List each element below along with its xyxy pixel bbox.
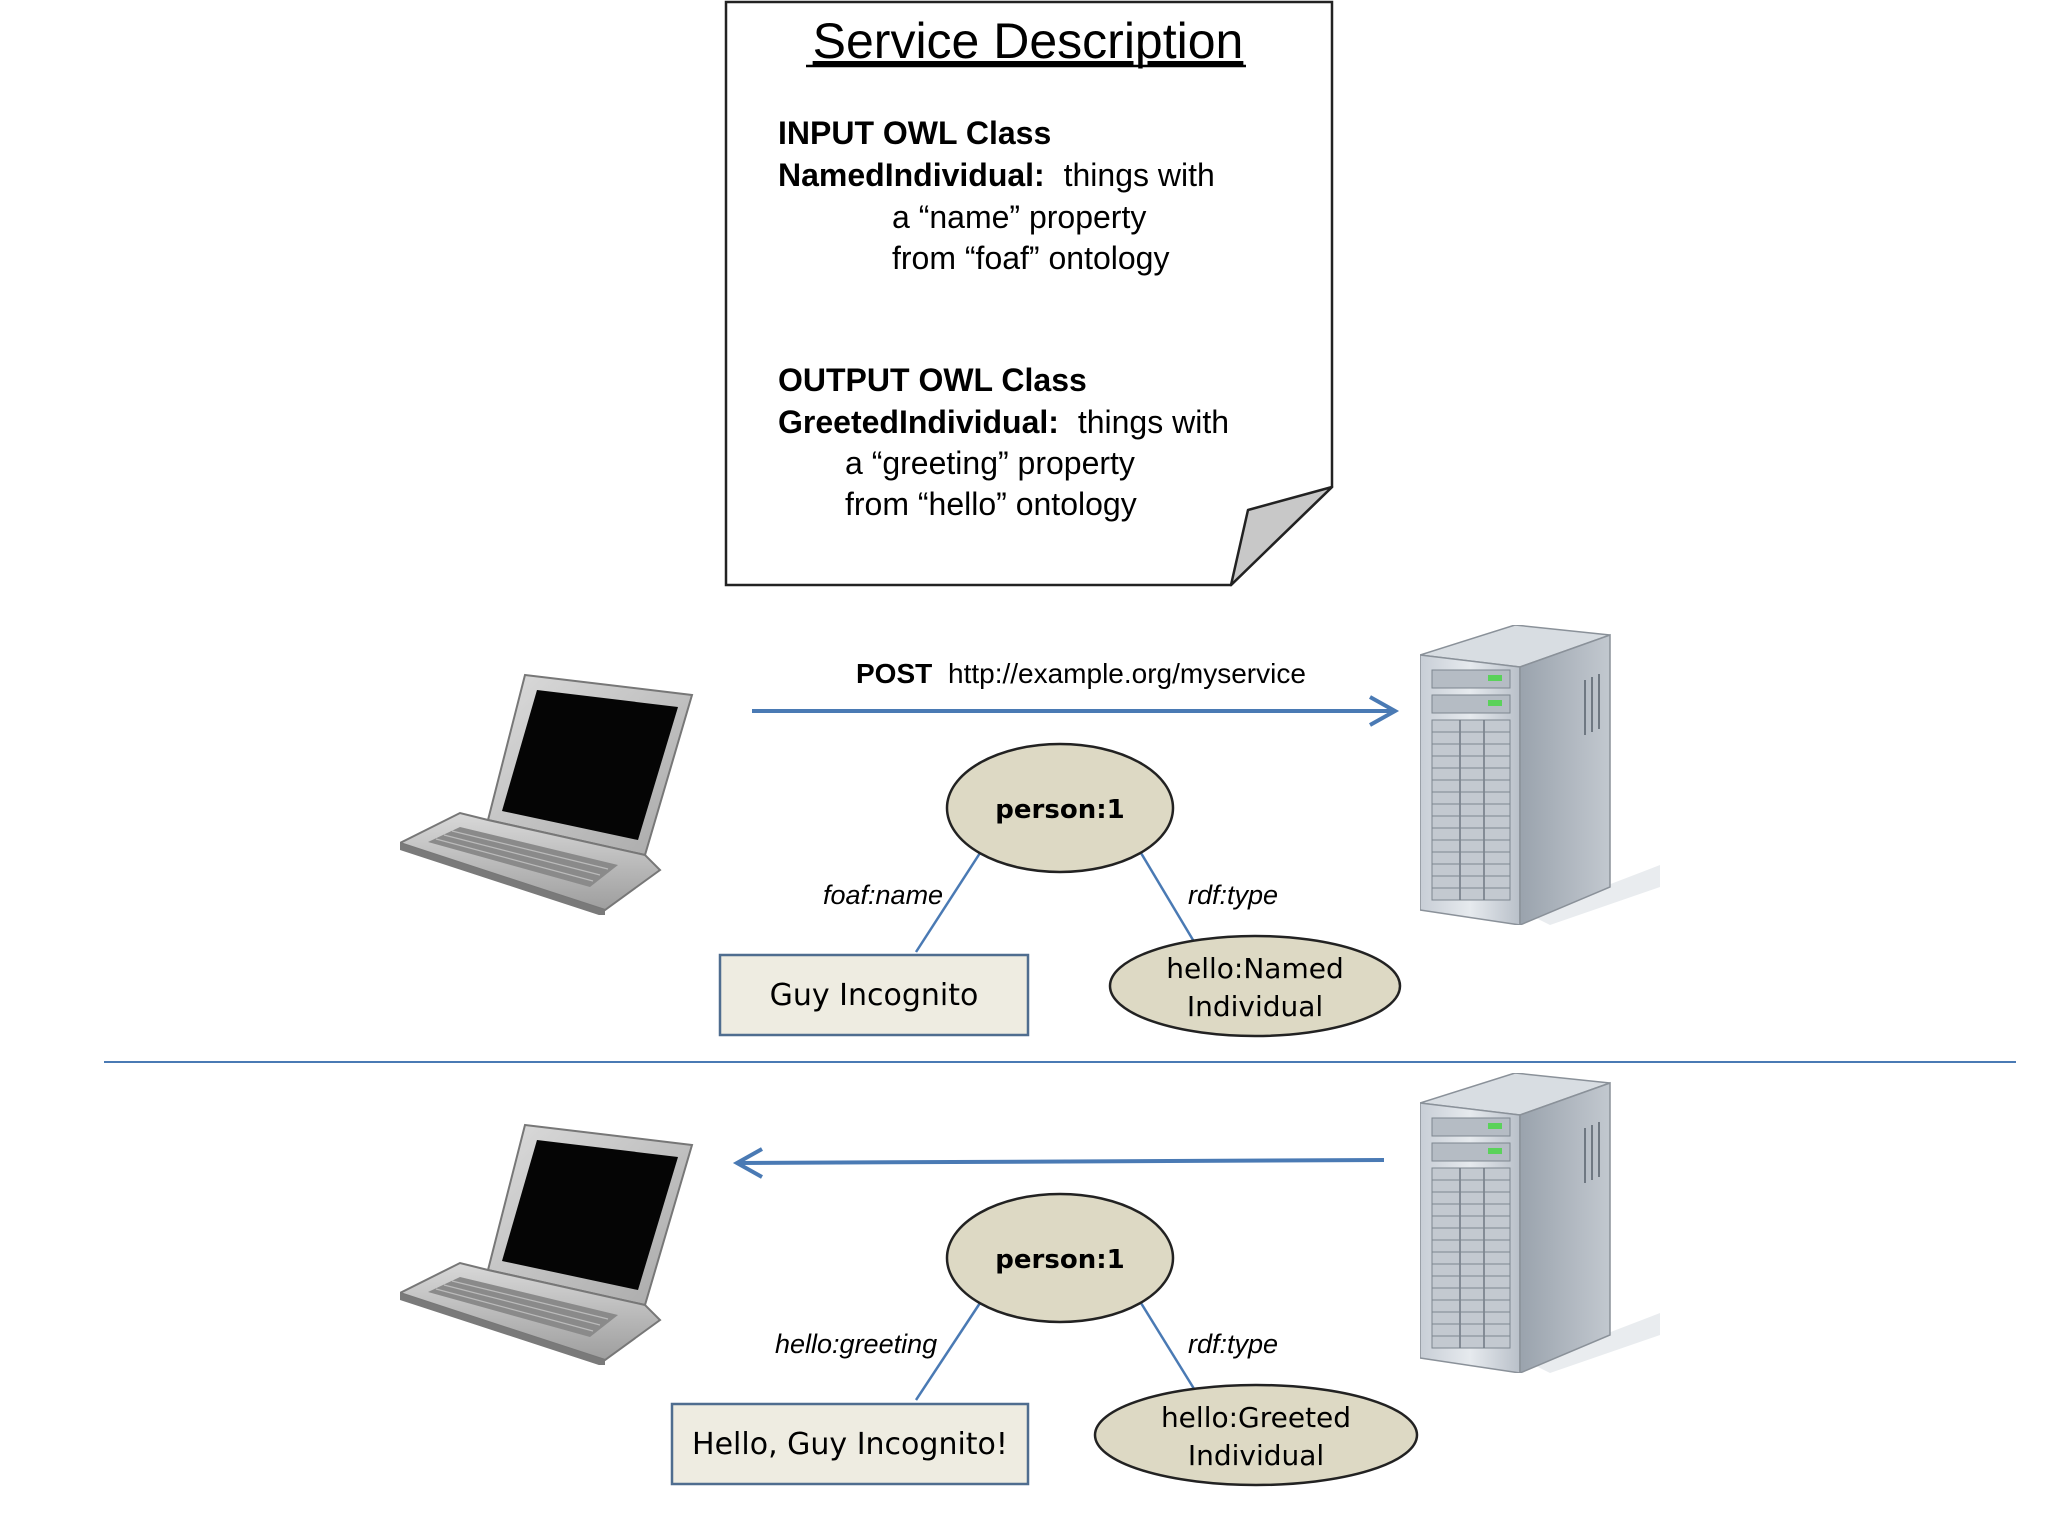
request-arrow xyxy=(752,695,1400,727)
type-node-line1: hello:Named xyxy=(1166,952,1343,985)
input-class-line: NamedIndividual: things with xyxy=(778,157,1215,193)
subject-node-label: person:1 xyxy=(995,1245,1124,1275)
output-class-name: GreetedIndividual: xyxy=(778,404,1059,440)
service-description-document: Service Description INPUT OWL Class Name… xyxy=(724,0,1334,587)
type-node xyxy=(1093,1383,1419,1487)
server-icon xyxy=(1420,625,1660,925)
subject-node xyxy=(945,742,1175,874)
edge-label-right: rdf:type xyxy=(1188,880,1278,910)
input-desc-2: a “name” property xyxy=(892,199,1146,235)
output-desc-3: from “hello” ontology xyxy=(845,486,1137,522)
literal-node-label: Guy Incognito xyxy=(770,978,979,1013)
output-desc-1: things with xyxy=(1078,404,1229,440)
response-section: person:1 hello:greeting rdf:type Hello, … xyxy=(400,1073,1660,1487)
laptop-icon xyxy=(400,1124,693,1365)
type-node-line2: Individual xyxy=(1188,1439,1324,1472)
type-node-line2: Individual xyxy=(1187,990,1323,1023)
server-icon xyxy=(1420,1073,1660,1373)
type-node-line1: hello:Greeted xyxy=(1161,1401,1351,1434)
input-desc-3: from “foaf” ontology xyxy=(892,240,1169,276)
literal-node xyxy=(718,953,1030,1037)
request-method: POST xyxy=(856,658,932,689)
input-heading: INPUT OWL Class xyxy=(778,115,1051,151)
output-desc-2: a “greeting” property xyxy=(845,445,1135,481)
input-class-name: NamedIndividual: xyxy=(778,157,1045,193)
response-arrow xyxy=(732,1147,1385,1179)
edge-label-right: rdf:type xyxy=(1188,1329,1278,1359)
literal-node-label: Hello, Guy Incognito! xyxy=(692,1427,1008,1462)
service-description-title: Service Description xyxy=(813,13,1244,69)
literal-node xyxy=(670,1402,1030,1486)
subject-node xyxy=(945,1192,1175,1324)
subject-node-label: person:1 xyxy=(995,795,1124,825)
edge-label-left: hello:greeting xyxy=(775,1329,937,1359)
request-url: http://example.org/myservice xyxy=(948,658,1306,689)
type-node xyxy=(1108,934,1402,1038)
edge-label-left: foaf:name xyxy=(823,880,943,910)
input-desc-1: things with xyxy=(1064,157,1215,193)
output-heading: OUTPUT OWL Class xyxy=(778,362,1087,398)
laptop-icon xyxy=(400,674,693,915)
request-section: POST http://example.org/myservice person… xyxy=(400,625,1660,1038)
output-class-line: GreetedIndividual: things with xyxy=(778,404,1229,440)
